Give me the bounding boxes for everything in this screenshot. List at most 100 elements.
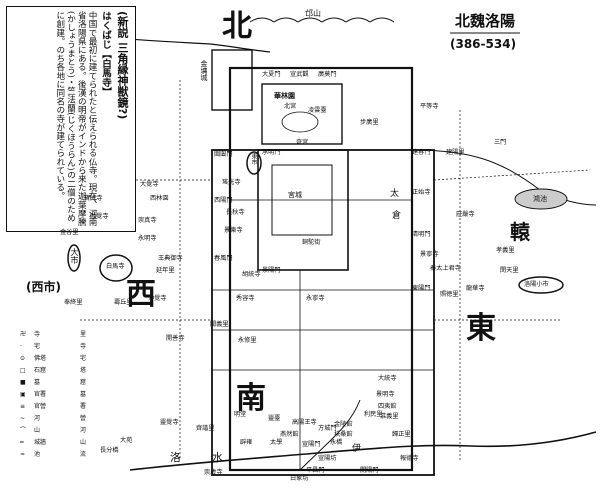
legend-symbol: ~ bbox=[20, 415, 26, 422]
label-yi: 伊 bbox=[352, 444, 362, 454]
label-wenhua: 聞義里 bbox=[210, 321, 229, 328]
legend-row: ≡官營 bbox=[20, 404, 46, 410]
label-market-circle: 東市 bbox=[250, 153, 257, 165]
label-changfen: 閶闔門 bbox=[214, 151, 233, 158]
label-dashi: 大市 bbox=[70, 248, 79, 264]
label-taixue: 太學 bbox=[270, 439, 283, 446]
label-qinglin: 秦太上君寺 bbox=[430, 265, 461, 272]
circle-market bbox=[246, 151, 262, 175]
label-yannian: 延年里 bbox=[156, 267, 175, 274]
label-biyong: 辟雍 bbox=[240, 439, 253, 446]
legend-symbol: ━ bbox=[20, 439, 24, 446]
label-tai: 太 bbox=[390, 189, 400, 199]
legend-row: ━ 城牆 bbox=[20, 440, 46, 446]
label-sanmen: 三門 bbox=[494, 139, 507, 146]
city-grid bbox=[212, 199, 434, 470]
circle-xiaoshi bbox=[518, 276, 564, 294]
label-liren: 利民里 bbox=[364, 411, 383, 418]
label-mountain: 邙山 bbox=[305, 9, 321, 18]
direction-east: 東 bbox=[466, 311, 496, 346]
label-jingu: 金谷里 bbox=[60, 229, 79, 236]
legend-symbol: ▣ bbox=[20, 391, 26, 398]
label-jingle: 景樂寺 bbox=[224, 227, 243, 234]
label-jinyang: 景陽門 bbox=[262, 267, 281, 274]
label-beigong: 北宮 bbox=[284, 103, 297, 110]
park-lake bbox=[281, 111, 319, 133]
label-lake: 鴻池 bbox=[533, 195, 547, 203]
legend: 卍寺里·宅寺⊙佛塔宅□石窟塔■墓窟▣官署墓≡官營署~河營⌒山河━城牆山≈池流 bbox=[20, 332, 110, 472]
outer-city-wall bbox=[228, 66, 414, 472]
label-zhengshi: 正始寺 bbox=[412, 189, 431, 196]
legend-symbol: ■ bbox=[20, 379, 26, 386]
label-baixiang: 白象坊 bbox=[290, 475, 309, 482]
label-zhaode: 照徳里 bbox=[440, 291, 459, 298]
legend-category: 署 bbox=[80, 403, 87, 410]
legend-row: ⊙佛塔 bbox=[20, 356, 46, 362]
label-xilin: 西林園 bbox=[150, 195, 169, 202]
hong-lake bbox=[514, 188, 568, 210]
legend-symbol: · bbox=[20, 343, 22, 350]
legend-label: 城牆 bbox=[34, 439, 47, 446]
label-guangmo: 廣莫門 bbox=[318, 71, 337, 78]
legend-category: 宅 bbox=[80, 355, 87, 362]
circle-baima bbox=[99, 254, 133, 282]
label-xiyang: 西陽門 bbox=[214, 197, 233, 204]
label-yaoguang: 瑤光寺 bbox=[222, 179, 241, 186]
legend-category: 塔 bbox=[80, 367, 87, 374]
note-handwritten-heading: (新説 三角縁神獣鏡?) bbox=[116, 11, 129, 120]
label-jinling: 金陵館 bbox=[334, 421, 353, 428]
label-fusang: 扶桑館 bbox=[334, 431, 353, 438]
label-jingning: 景寧寺 bbox=[420, 251, 439, 258]
label-tongtuo: 銅駝街 bbox=[302, 239, 321, 246]
label-dayuan: 大苑 bbox=[120, 437, 133, 444]
legend-category: 窟 bbox=[80, 379, 87, 386]
circle-dashi bbox=[67, 244, 81, 272]
legend-label: 河 bbox=[34, 415, 41, 422]
label-wangdian: 王典御寺 bbox=[158, 255, 183, 262]
direction-west: 西 bbox=[126, 277, 156, 312]
label-zhuangyan: 莊嚴寺 bbox=[456, 211, 475, 218]
legend-symbol: ⊙ bbox=[20, 355, 26, 362]
east-canal bbox=[411, 149, 597, 206]
legend-category: 營 bbox=[80, 415, 87, 422]
label-qiyuan: 齊諧里 bbox=[196, 425, 215, 432]
label-chongzhen: 崇真寺 bbox=[138, 217, 157, 224]
label-baima: 白馬寺 bbox=[106, 263, 125, 270]
label-yongming: 永明寺 bbox=[138, 235, 157, 242]
label-luo: 洛 bbox=[170, 451, 181, 464]
label-baode: 報德寺 bbox=[400, 455, 419, 462]
legend-row: ▣官署 bbox=[20, 392, 46, 398]
legend-row: ⌒山 bbox=[20, 428, 40, 434]
label-baoguang: 寶光寺 bbox=[84, 195, 103, 202]
label-dajue: 大覺寺 bbox=[140, 181, 159, 188]
legend-row: ~河 bbox=[20, 416, 40, 422]
mountain-range bbox=[249, 17, 395, 23]
label-hujiang: 胡統寺 bbox=[242, 271, 261, 278]
label-mintian: 閔天里 bbox=[500, 267, 519, 274]
label-jinyong: 金墉城 bbox=[200, 60, 208, 81]
direction-east-alt: 轅 bbox=[510, 220, 530, 244]
note-term: はくばじ【白馬寺】 bbox=[100, 11, 111, 97]
label-xiaoshi: 洛陽小市 bbox=[524, 281, 549, 288]
label-yongqiao: 永橋 bbox=[330, 439, 343, 446]
legend-label: 墓 bbox=[34, 379, 41, 386]
legend-symbol: ⌒ bbox=[20, 427, 27, 434]
legend-category: 里 bbox=[80, 331, 87, 338]
jinyong-fort bbox=[211, 49, 253, 111]
legend-row: 卍寺 bbox=[20, 332, 40, 338]
label-rongjue: 融覺寺 bbox=[90, 213, 109, 220]
label-chongxu: 崇虛寺 bbox=[204, 469, 223, 476]
label-dasheng: 大夏門 bbox=[262, 71, 281, 78]
label-xiuyuan: 秀容寺 bbox=[236, 295, 255, 302]
legend-label: 宅 bbox=[34, 343, 41, 350]
legend-row: ≈池 bbox=[20, 452, 40, 458]
map-period: (386-534) bbox=[450, 37, 517, 51]
label-lingjue: 靈覺寺 bbox=[160, 419, 179, 426]
label-shouqiu: 壽丘里 bbox=[114, 299, 133, 306]
label-chongjue: 沖覺寺 bbox=[148, 295, 167, 302]
legend-label: 寺 bbox=[34, 331, 41, 338]
label-pingdeng: 平等寺 bbox=[420, 103, 439, 110]
luo-river bbox=[129, 431, 597, 471]
legend-row: ■墓 bbox=[20, 380, 40, 386]
palace-wall bbox=[257, 149, 349, 271]
